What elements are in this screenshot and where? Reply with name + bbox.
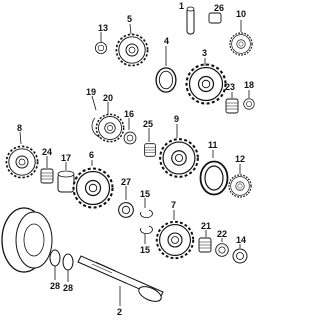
part-15-circlip-lower xyxy=(140,225,153,235)
label-part-15-lower: 15 xyxy=(140,245,150,255)
part-18-washer xyxy=(243,98,255,110)
label-part-17: 17 xyxy=(61,153,71,163)
part-4-ring xyxy=(155,67,177,93)
part-3-gear xyxy=(185,63,227,105)
exploded-parts-diagram: 1 26 10 5 13 4 3 23 18 19 20 16 25 9 8 1… xyxy=(1,1,255,317)
label-part-7: 7 xyxy=(171,200,176,210)
label-part-2: 2 xyxy=(117,307,122,317)
part-15-circlip-upper xyxy=(140,209,153,219)
label-part-6: 6 xyxy=(89,150,94,160)
label-part-5: 5 xyxy=(127,14,132,24)
part-2-mainshaft xyxy=(77,255,164,302)
part-10-gear xyxy=(229,32,253,56)
label-part-15-upper: 15 xyxy=(140,189,150,199)
leader-lines xyxy=(19,20,250,306)
label-part-13: 13 xyxy=(98,23,108,33)
label-part-16: 16 xyxy=(124,109,134,119)
label-part-24: 24 xyxy=(42,147,52,157)
label-part-3: 3 xyxy=(202,48,207,58)
part-22-washer xyxy=(215,243,229,257)
label-part-22: 22 xyxy=(217,229,227,239)
part-11-synchro xyxy=(199,160,229,196)
part-23-bearing xyxy=(225,98,239,114)
part-1-pin xyxy=(186,6,195,35)
part-16-washer xyxy=(123,131,137,145)
part-14-washer xyxy=(232,248,248,264)
label-part-28-a: 28 xyxy=(50,281,60,291)
label-part-20: 20 xyxy=(103,93,113,103)
label-part-10: 10 xyxy=(236,9,246,19)
label-part-4: 4 xyxy=(164,36,169,46)
part-28-ring-a xyxy=(49,249,61,267)
label-part-26: 26 xyxy=(214,3,224,13)
label-part-12: 12 xyxy=(235,154,245,164)
part-5-gear xyxy=(115,33,149,67)
part-28-ring-b xyxy=(62,253,74,271)
label-part-19: 19 xyxy=(86,87,96,97)
part-26-roller xyxy=(208,12,222,24)
clutch-drum xyxy=(1,207,53,273)
part-24-bearing xyxy=(40,168,54,184)
label-part-9: 9 xyxy=(174,114,179,124)
part-27-washer xyxy=(118,202,134,218)
part-13-washer xyxy=(95,42,107,54)
part-20-gear xyxy=(95,113,125,143)
part-17-sleeve xyxy=(57,170,75,193)
label-part-14: 14 xyxy=(236,235,246,245)
label-part-1: 1 xyxy=(179,1,184,11)
label-part-18: 18 xyxy=(244,80,254,90)
part-21-bearing xyxy=(198,237,212,253)
label-part-11: 11 xyxy=(208,140,218,150)
label-part-21: 21 xyxy=(201,221,211,231)
label-part-8: 8 xyxy=(17,123,22,133)
part-12-gear xyxy=(228,174,252,198)
label-part-23: 23 xyxy=(225,82,235,92)
part-25-bearing xyxy=(144,143,156,157)
part-8-gear xyxy=(5,145,39,179)
part-6-gear xyxy=(72,167,114,209)
label-part-25: 25 xyxy=(143,119,153,129)
part-7-gear xyxy=(155,220,195,260)
label-part-28-b: 28 xyxy=(63,283,73,293)
label-part-27: 27 xyxy=(121,177,131,187)
part-9-gear xyxy=(159,138,199,178)
